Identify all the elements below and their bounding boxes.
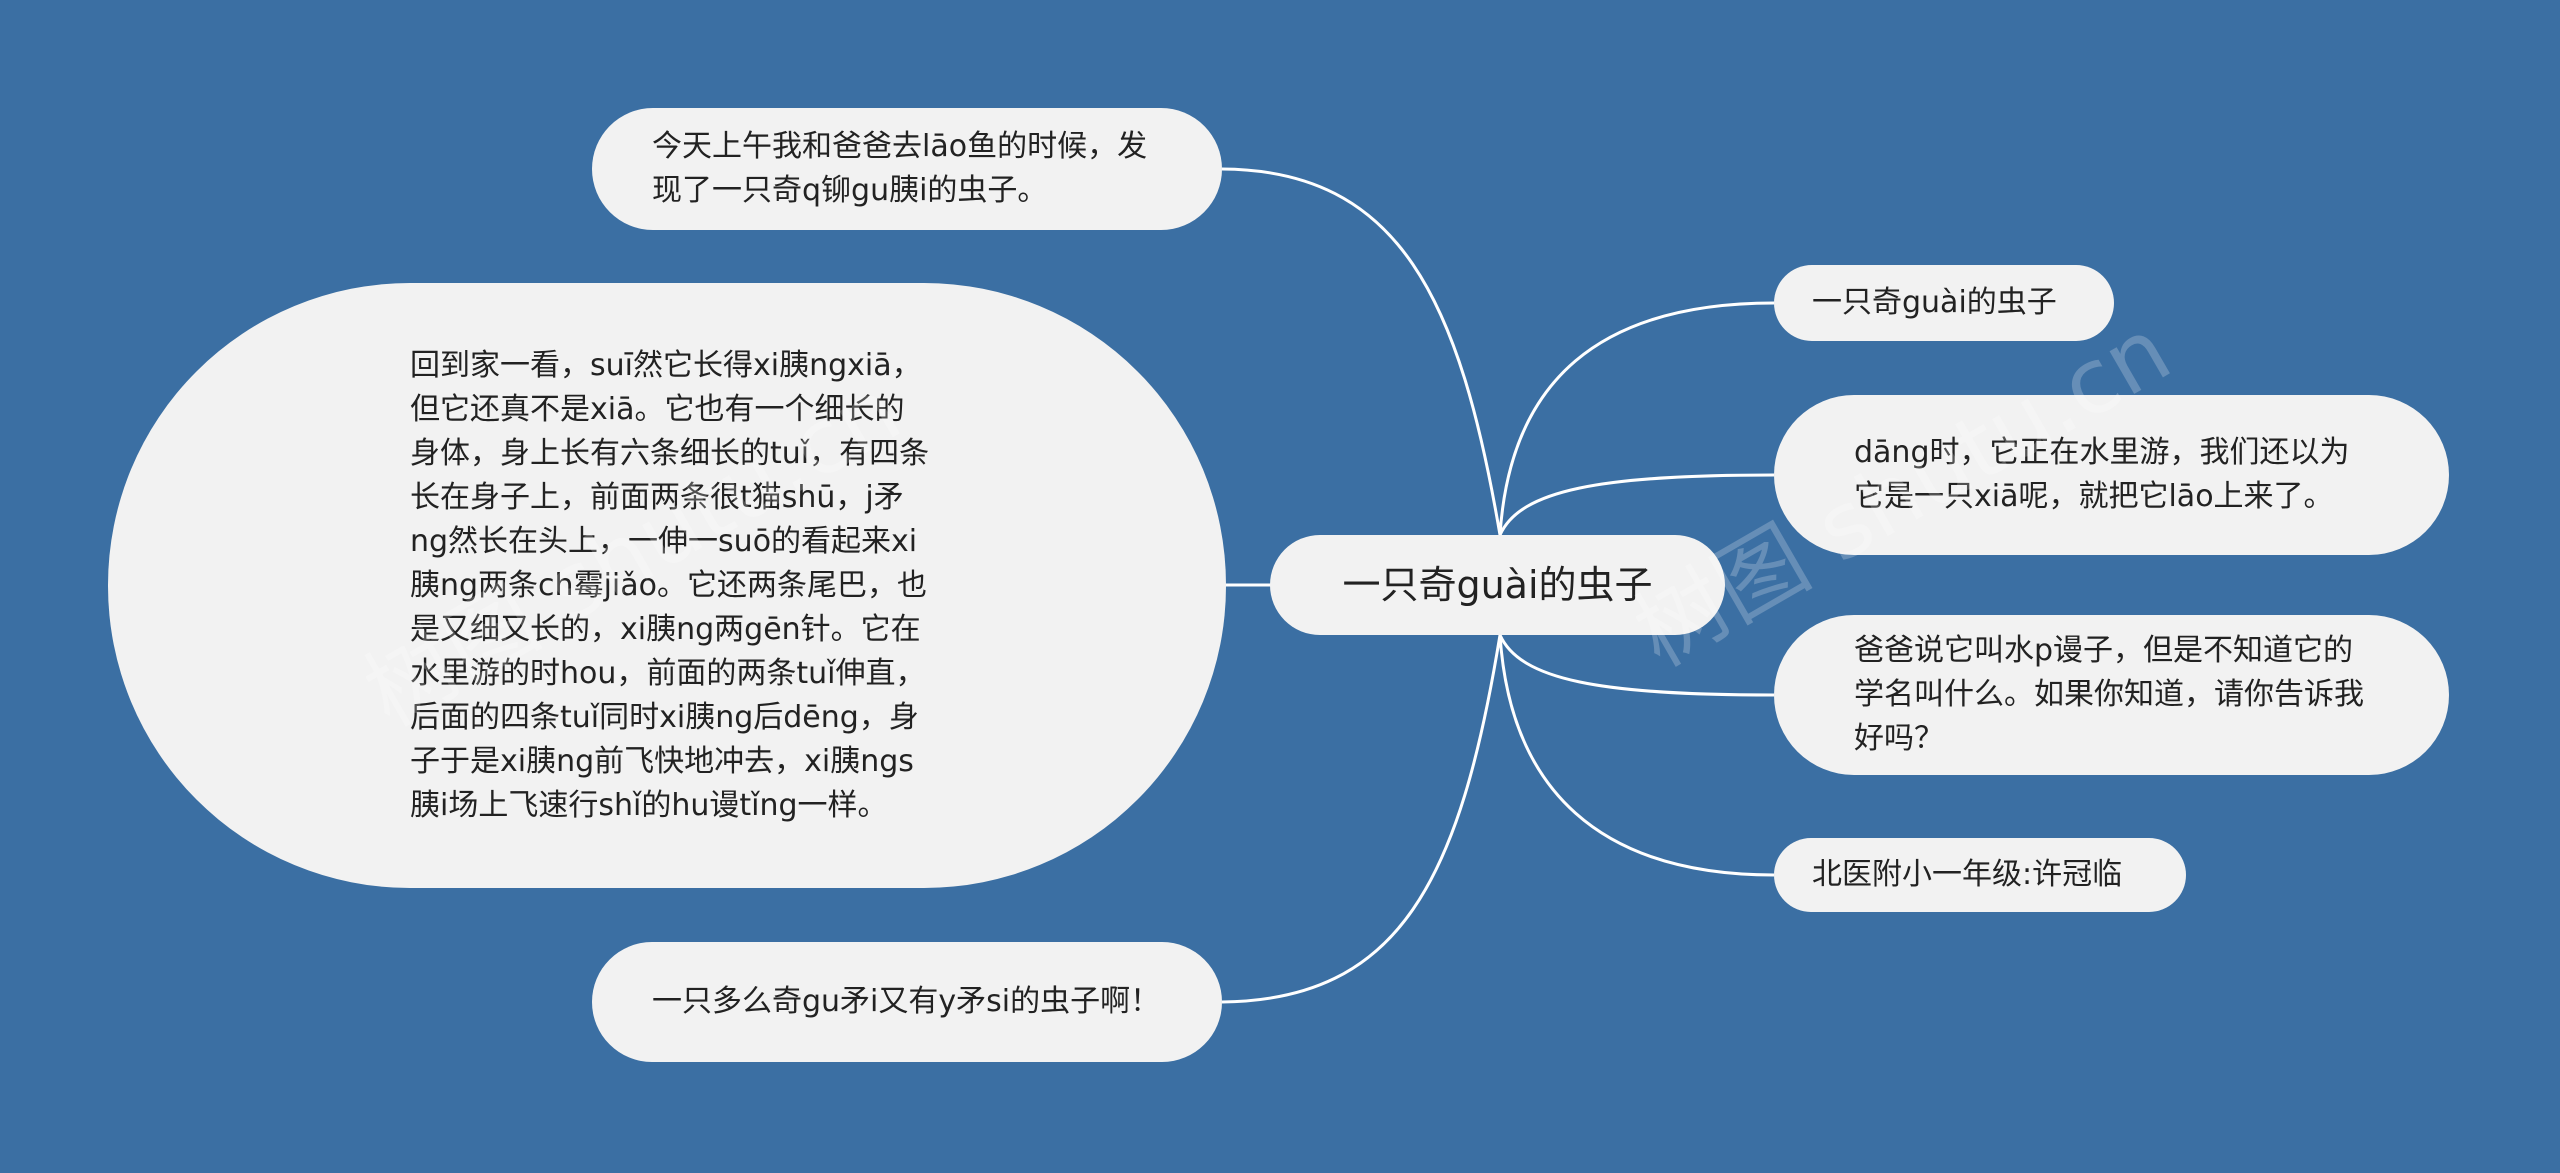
branch-node-right-4[interactable]: 北医附小一年级:许冠临 xyxy=(1774,838,2186,912)
link-left-top xyxy=(1221,167,1502,536)
branch-node-text: 今天上午我和爸爸去lāo鱼的时候，发现了一只奇q铆gu胰i的虫子。 xyxy=(652,129,1148,208)
branch-node-text: 一只多么奇gu矛i又有y矛si的虫子啊！ xyxy=(652,984,1161,1019)
link-r4 xyxy=(1498,634,1775,877)
link-left-bot xyxy=(1221,634,1502,1004)
center-topic[interactable]: 一只奇guài的虫子 xyxy=(1270,535,1725,635)
branch-node-left-top[interactable]: 今天上午我和爸爸去lāo鱼的时候，发现了一只奇q铆gu胰i的虫子。 xyxy=(592,108,1222,230)
branch-node-left-bottom[interactable]: 一只多么奇gu矛i又有y矛si的虫子啊！ xyxy=(592,942,1222,1062)
link-r2 xyxy=(1498,473,1775,536)
branch-node-text: 爸爸说它叫水p谩子，但是不知道它的学名叫什么。如果你知道，请你告诉我好吗？ xyxy=(1854,633,2364,756)
branch-node-right-1[interactable]: 一只奇guài的虫子 xyxy=(1774,265,2114,341)
branch-node-left-middle[interactable]: 回到家一看，suī然它长得xi胰ngxiā，但它还真不是xiā。它也有一个细长的… xyxy=(108,283,1226,888)
link-r3 xyxy=(1498,634,1775,697)
link-r1 xyxy=(1498,301,1775,536)
branch-node-text: 回到家一看，suī然它长得xi胰ngxiā，但它还真不是xiā。它也有一个细长的… xyxy=(410,347,930,823)
branch-node-right-3[interactable]: 爸爸说它叫水p谩子，但是不知道它的学名叫什么。如果你知道，请你告诉我好吗？ xyxy=(1774,615,2449,775)
branch-node-right-2[interactable]: dāng时，它正在水里游，我们还以为它是一只xiā呢，就把它lāo上来了。 xyxy=(1774,395,2449,555)
branch-node-text: 一只奇guài的虫子 xyxy=(1812,285,2057,320)
branch-node-text: 北医附小一年级:许冠临 xyxy=(1812,857,2123,892)
branch-node-text: dāng时，它正在水里游，我们还以为它是一只xiā呢，就把它lāo上来了。 xyxy=(1854,435,2350,514)
center-topic-label: 一只奇guài的虫子 xyxy=(1342,563,1653,607)
